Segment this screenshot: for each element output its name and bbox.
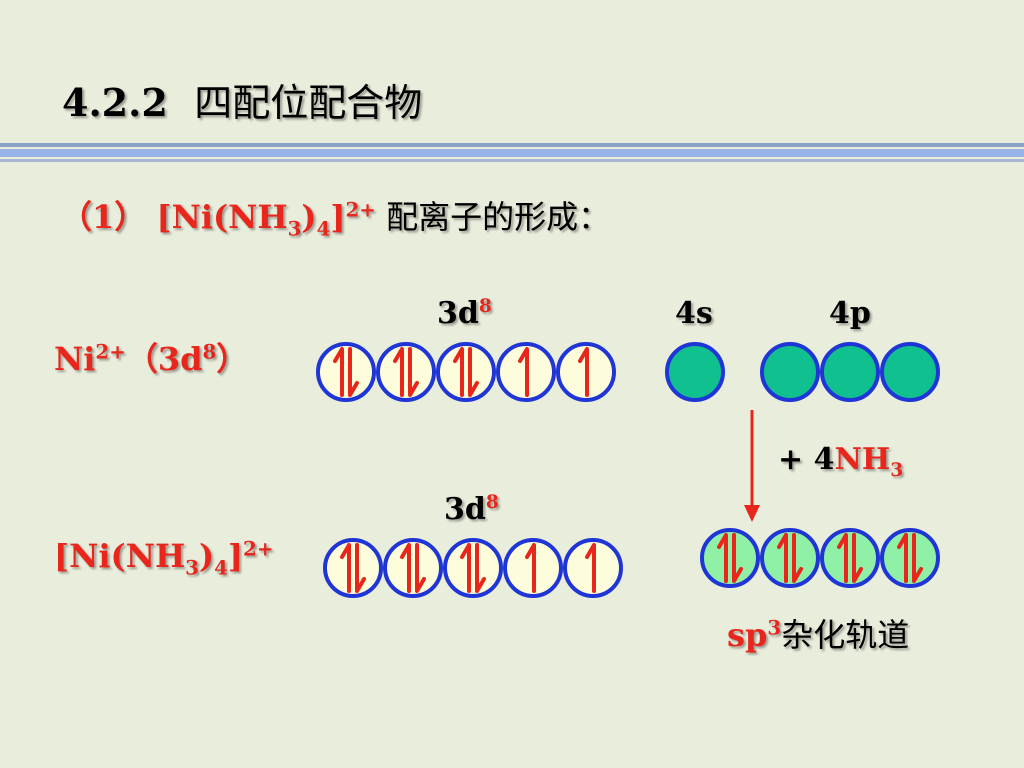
orbital-paired <box>820 528 880 588</box>
page-title: 4.2.2 四配位配合物 <box>62 72 422 127</box>
reaction-arrow-head <box>744 505 760 522</box>
electron-down-arrow <box>408 347 419 397</box>
item-heading: （1） [Ni(NH3)4]2+ 配离子的形成： <box>60 192 610 238</box>
orbital-empty <box>820 342 880 402</box>
row1-4p-orbitals <box>760 342 940 402</box>
label-4p: 4p <box>829 296 871 331</box>
electron-up-arrow <box>777 533 788 583</box>
orbital-circle <box>820 528 880 588</box>
orbital-paired <box>323 538 383 598</box>
orbital-single <box>503 538 563 598</box>
orbital-single <box>563 538 623 598</box>
orbital-circle <box>383 538 443 598</box>
electron-up-arrow <box>393 347 404 397</box>
electron-up-arrow <box>333 347 344 397</box>
orbital-single <box>496 342 556 402</box>
electron-up-arrow <box>897 533 908 583</box>
orbital-circle <box>376 342 436 402</box>
orbital-paired <box>316 342 376 402</box>
electron-up-arrow <box>525 543 536 593</box>
electron-up-arrow <box>578 347 589 397</box>
orbital-circle <box>323 538 383 598</box>
orbital-circle <box>760 342 820 402</box>
electron-up-arrow <box>585 543 596 593</box>
orbital-paired <box>376 342 436 402</box>
ni-ion-label: Ni2+（3d8） <box>54 339 249 378</box>
orbital-empty <box>665 342 725 402</box>
row2-sp3-orbitals <box>700 528 940 588</box>
electron-down-arrow <box>852 533 863 583</box>
item-description: 配离子的形成： <box>386 198 611 236</box>
label-4s: 4s <box>675 296 713 331</box>
row2-3d-orbitals <box>323 538 623 598</box>
complex-ion-label: [Ni(NH3)4]2+ <box>54 536 274 580</box>
orbital-paired <box>760 528 820 588</box>
orbital-circle <box>436 342 496 402</box>
section-title: 四配位配合物 <box>194 81 423 125</box>
row1-4s-orbital <box>665 342 725 402</box>
orbital-paired <box>880 528 940 588</box>
electron-up-arrow <box>460 543 471 593</box>
electron-up-arrow <box>400 543 411 593</box>
label-3d-row1: 3d8 <box>437 296 492 331</box>
electron-down-arrow <box>348 347 359 397</box>
orbital-paired <box>436 342 496 402</box>
orbital-paired <box>443 538 503 598</box>
orbital-empty <box>880 342 940 402</box>
electron-up-arrow <box>717 533 728 583</box>
electron-down-arrow <box>792 533 803 583</box>
orbital-circle <box>880 528 940 588</box>
electron-down-arrow <box>355 543 366 593</box>
electron-down-arrow <box>732 533 743 583</box>
orbital-circle <box>316 342 376 402</box>
orbital-empty <box>760 342 820 402</box>
orbital-circle <box>665 342 725 402</box>
section-number: 4.2.2 <box>62 80 168 125</box>
electron-up-arrow <box>453 347 464 397</box>
orbital-circle <box>443 538 503 598</box>
orbital-circle <box>820 342 880 402</box>
orbital-single <box>556 342 616 402</box>
row1-3d-orbitals <box>316 342 616 402</box>
orbital-circle <box>880 342 940 402</box>
orbital-paired <box>700 528 760 588</box>
hybrid-orbital-label: sp3杂化轨道 <box>727 615 910 654</box>
electron-down-arrow <box>912 533 923 583</box>
orbital-circle <box>760 528 820 588</box>
electron-up-arrow <box>837 533 848 583</box>
electron-down-arrow <box>468 347 479 397</box>
electron-up-arrow <box>340 543 351 593</box>
orbital-circle <box>700 528 760 588</box>
item-complex-formula: [Ni(NH3)4]2+ <box>156 197 376 241</box>
reaction-arrow <box>744 410 760 522</box>
title-divider <box>0 143 1024 163</box>
electron-down-arrow <box>475 543 486 593</box>
label-3d-row2: 3d8 <box>444 492 499 527</box>
electron-down-arrow <box>415 543 426 593</box>
item-marker: （1） <box>60 198 147 236</box>
reaction-label: + 4NH3 <box>778 442 904 481</box>
orbital-paired <box>383 538 443 598</box>
electron-up-arrow <box>518 347 529 397</box>
